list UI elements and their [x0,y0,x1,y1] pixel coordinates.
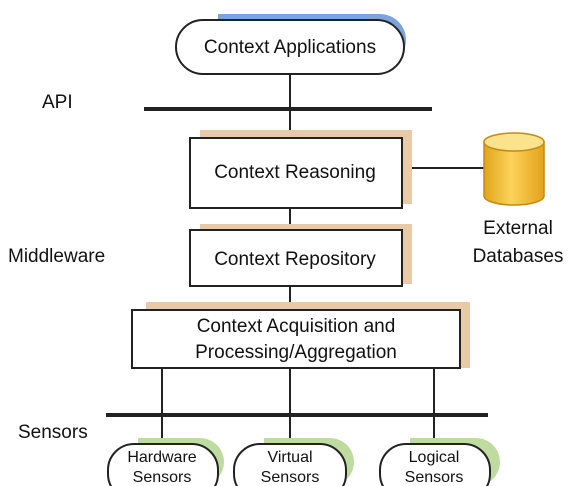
logical-sensors-node [379,443,491,486]
hardware-sensors-line1: Hardware [127,449,196,466]
logical-sensors-line1: Logical [409,449,460,466]
virtual-sensors-line2: Sensors [261,469,320,486]
context-reasoning-label: Context Reasoning [214,162,376,183]
api-layer-label: API [42,92,73,113]
database-cylinder-top [483,132,545,152]
hardware-sensors-node [107,443,219,486]
virtual-sensors-line1: Virtual [267,449,312,466]
context-applications-label: Context Applications [204,37,376,58]
hardware-sensors-line2: Sensors [133,469,192,486]
context-acquisition-label-line2: Processing/Aggregation [195,342,397,363]
external-databases-line2: Databases [473,246,564,267]
virtual-sensors-node [233,443,347,486]
sensors-layer-label: Sensors [18,422,88,443]
context-acquisition-label-line1: Context Acquisition and [197,316,396,337]
database-icon [483,132,545,206]
database-cylinder-body [483,141,545,206]
external-databases-line1: External [483,218,553,239]
context-acquisition-node [131,309,461,369]
logical-sensors-line2: Sensors [405,469,464,486]
context-repository-label: Context Repository [214,249,376,270]
context-repository-node [189,229,403,287]
context-reasoning-node [189,137,403,209]
middleware-layer-label: Middleware [8,246,105,267]
